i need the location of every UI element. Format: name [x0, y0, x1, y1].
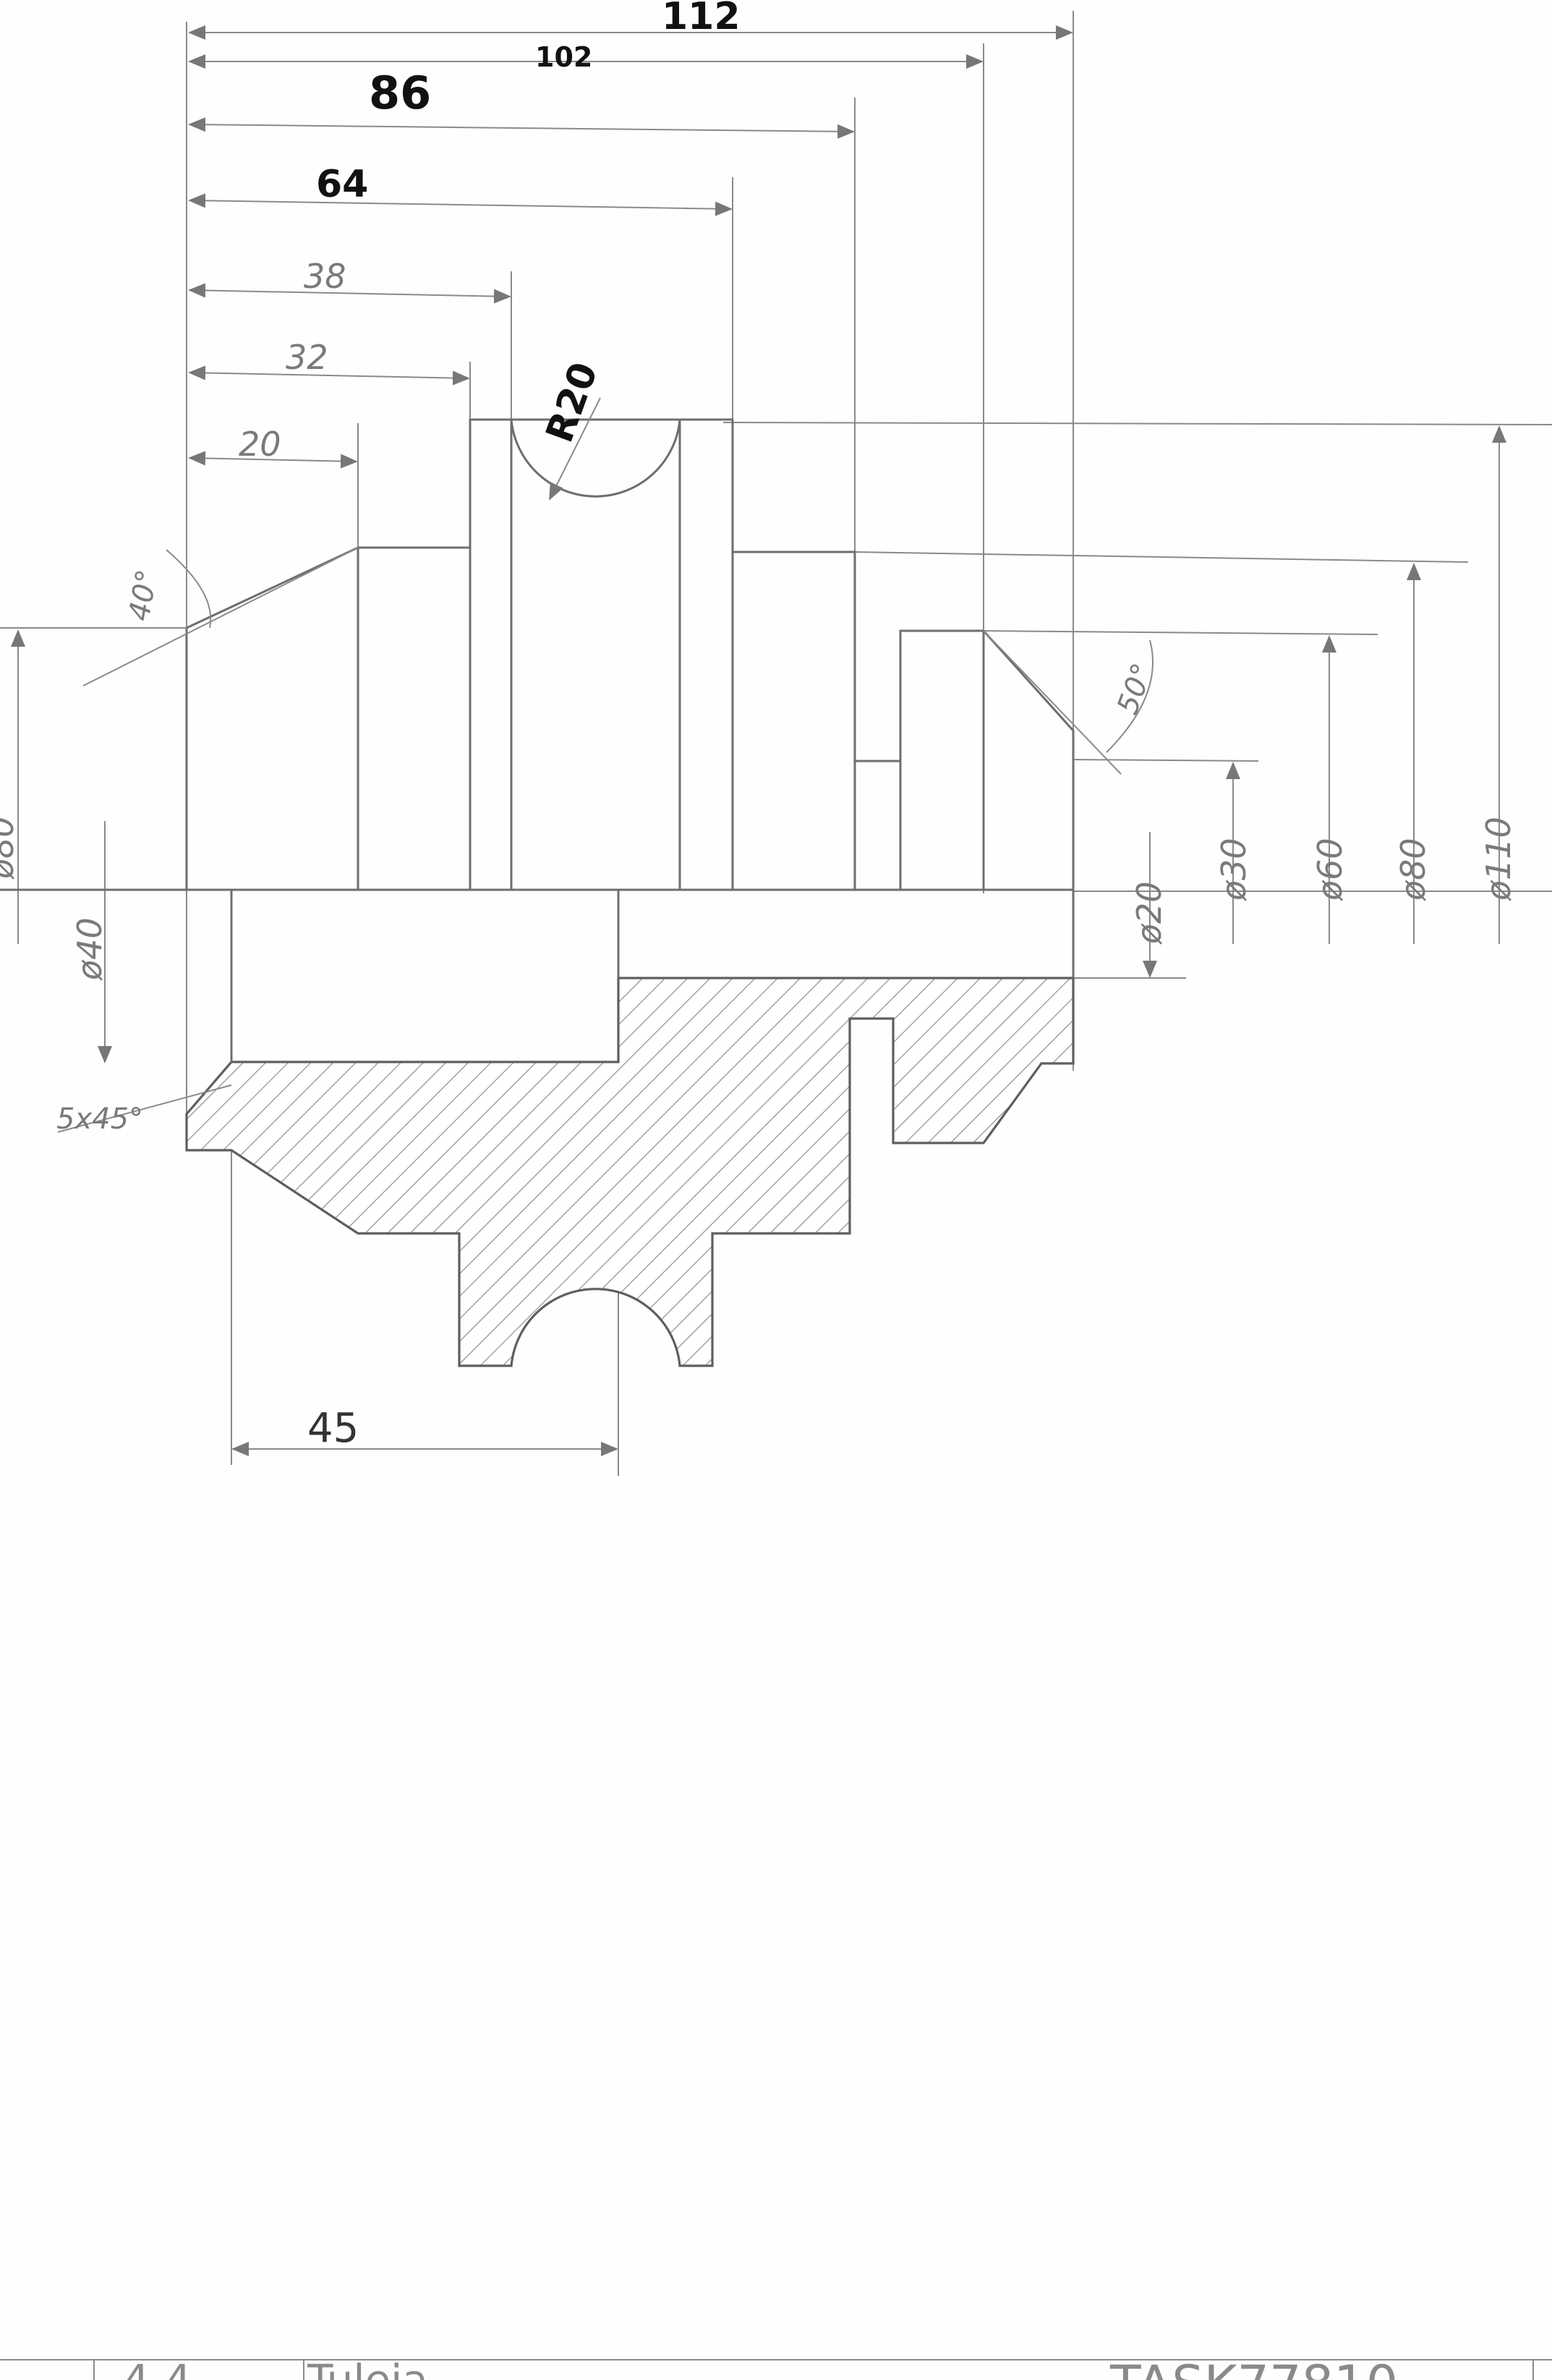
radius-leader: [549, 397, 601, 501]
dim-phi110: ø110: [1479, 817, 1518, 901]
dim-20: 20: [239, 425, 281, 464]
chamfer-label: 5x45°: [56, 1102, 143, 1136]
dim-86: 86: [369, 67, 431, 119]
drawing-code: TASK77810: [1109, 2355, 1398, 2380]
dim-64: 64: [316, 163, 368, 206]
lower-half-section: [57, 890, 1075, 1367]
dim-phi80: ø80: [1394, 838, 1433, 901]
dim-phi40: ø40: [70, 917, 109, 981]
angle-50: 50°: [1111, 659, 1159, 718]
angle-arc-right: [1106, 639, 1154, 753]
dim-102: 102: [535, 41, 592, 73]
dim-phi80-left: ø80: [0, 816, 21, 880]
dim-phi30: ø30: [1214, 838, 1253, 901]
radius-label: R20: [538, 357, 607, 448]
diameter-extension-lines: [0, 422, 1552, 979]
dim-phi60: ø60: [1310, 838, 1350, 901]
dim-112: 112: [662, 0, 741, 38]
sheet-number: 4-4: [123, 2355, 192, 2380]
extension-lines: [186, 11, 1074, 1476]
part-name: Tuleja: [307, 2355, 428, 2380]
angle-40: 40°: [123, 567, 165, 624]
dim-45: 45: [307, 1405, 359, 1452]
horizontal-dimension-lines: [188, 25, 1073, 1456]
dim-38: 38: [304, 257, 346, 296]
upper-half-outline: [82, 418, 1122, 890]
dim-phi20: ø20: [1130, 881, 1169, 945]
title-block: 4-4 Tuleja TASK77810: [0, 2355, 1552, 2380]
angle-arc-left: [166, 549, 212, 629]
diameter-dimension-lines: [10, 425, 1506, 1063]
dim-32: 32: [286, 338, 328, 377]
